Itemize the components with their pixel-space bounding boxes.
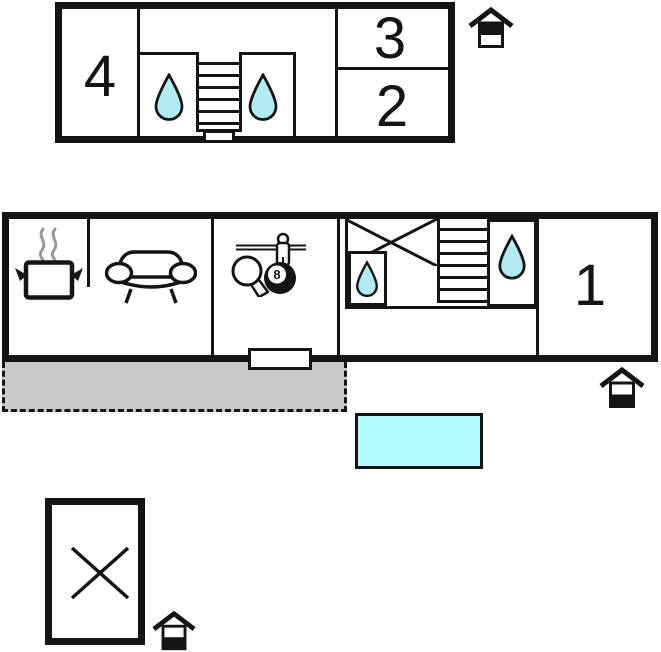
eight-ball-icon: 8	[264, 262, 296, 294]
wall	[536, 219, 539, 355]
games-icons: 8	[231, 232, 306, 297]
house-ground-level-icon	[152, 610, 196, 651]
terrace	[2, 362, 347, 412]
water-drop-icon	[154, 73, 184, 121]
bedroom-4-label: 4	[83, 44, 117, 109]
bedroom-2-label: 2	[375, 74, 409, 139]
wall	[345, 306, 539, 309]
wall	[137, 9, 140, 136]
wall	[211, 219, 214, 355]
bedroom-3-label: 3	[373, 6, 407, 71]
bathroom-left	[348, 251, 387, 306]
wall	[293, 52, 296, 136]
staircase-icon	[196, 62, 242, 132]
table-tennis-paddle-icon	[231, 255, 270, 297]
outbuilding-cross-icon	[70, 546, 130, 600]
cooking-pot-icon	[15, 227, 83, 300]
house-ground-level-icon	[599, 367, 645, 408]
bedroom-1-label: 1	[573, 253, 607, 318]
wall	[239, 52, 242, 64]
sofa-icon	[105, 250, 197, 304]
staircase-landing	[203, 130, 235, 143]
wall	[196, 52, 199, 64]
swimming-pool	[355, 413, 483, 469]
steam-icon	[38, 227, 58, 265]
wall	[87, 219, 90, 287]
house-upper-level-icon	[468, 7, 514, 48]
eight-ball-label: 8	[273, 267, 280, 282]
staircase-icon	[437, 219, 487, 303]
wall	[338, 67, 448, 70]
ground-floor-plan: 8 1	[2, 212, 658, 362]
wall	[139, 52, 199, 55]
outbuilding	[45, 498, 145, 645]
water-drop-icon	[248, 73, 278, 121]
water-drop-icon	[356, 260, 378, 298]
upper-floor-plan: 4 3 2	[55, 2, 455, 143]
entrance-door	[248, 348, 312, 370]
wall	[335, 9, 338, 136]
wall	[337, 219, 340, 355]
water-drop-icon	[498, 234, 526, 280]
bathroom-right	[487, 219, 537, 307]
wall	[242, 52, 293, 55]
